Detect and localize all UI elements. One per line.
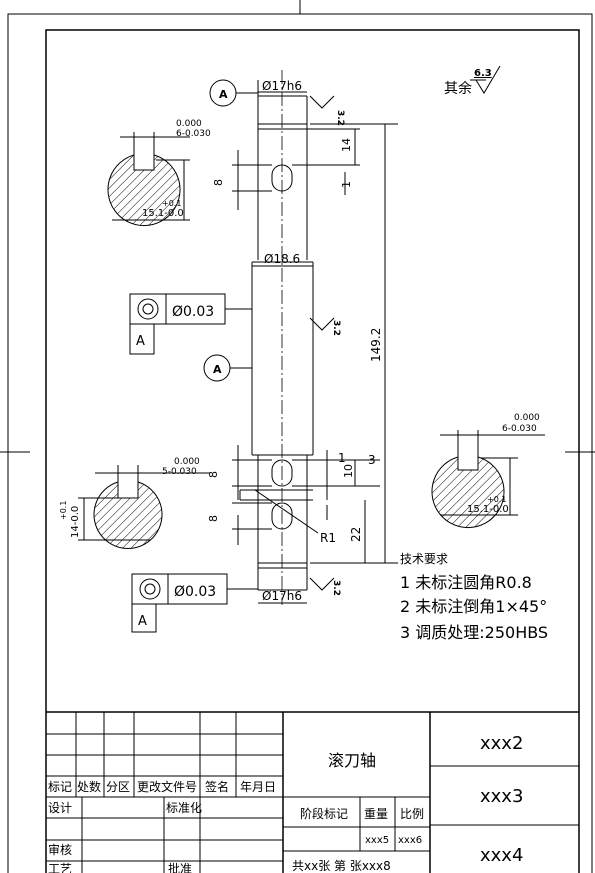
svg-text:15.1-0.0: 15.1-0.0 xyxy=(142,208,184,219)
svg-text:0.000: 0.000 xyxy=(514,413,540,423)
svg-text:6.3: 6.3 xyxy=(474,68,492,79)
svg-text:Ø17h6: Ø17h6 xyxy=(262,589,302,603)
svg-text:A: A xyxy=(213,363,222,376)
technical-requirements: 技术要求 1 未标注圆角R0.8 2 未标注倒角1×45° 3 调质处理:250… xyxy=(400,552,548,642)
title-block-text: 标记 处数 分区 更改文件号 签名 年月日 设计 标准化 审核 工艺 批准 滚刀… xyxy=(48,733,523,873)
dim-top-keyway: 14 8 1 xyxy=(212,128,360,210)
dim-lower-keyway: 8 8 1 10 3 R1 xyxy=(207,445,380,545)
svg-text:3.2: 3.2 xyxy=(331,580,341,596)
dim-overall-length: 149.2 xyxy=(310,123,398,564)
svg-text:3 调质处理:250HBS: 3 调质处理:250HBS xyxy=(400,623,548,642)
svg-text:xxx2: xxx2 xyxy=(480,733,523,754)
svg-text:A: A xyxy=(138,614,147,629)
surface-finish-note: 其余 6.3 xyxy=(444,65,501,97)
svg-text:技术要求: 技术要求 xyxy=(400,552,448,566)
svg-text:其余: 其余 xyxy=(444,80,472,97)
svg-text:3: 3 xyxy=(368,453,376,467)
svg-text:Ø18.6: Ø18.6 xyxy=(264,252,300,266)
svg-text:10: 10 xyxy=(342,464,355,478)
svg-text:1: 1 xyxy=(338,451,346,465)
svg-text:比例: 比例 xyxy=(400,807,424,821)
roughness-mark-top: 3.2 xyxy=(309,95,345,126)
svg-text:14: 14 xyxy=(340,138,353,152)
svg-text:+0.1: +0.1 xyxy=(162,199,181,208)
shaft-body xyxy=(239,70,314,605)
svg-text:A: A xyxy=(136,334,145,349)
svg-text:R1: R1 xyxy=(320,531,336,545)
svg-text:8: 8 xyxy=(207,515,220,522)
svg-text:3.2: 3.2 xyxy=(335,110,345,126)
dim-bottom-diameter: Ø17h6 xyxy=(258,589,307,604)
svg-text:阶段标记: 阶段标记 xyxy=(300,806,348,821)
roughness-mark-mid: 3.2 xyxy=(309,317,341,336)
title-block xyxy=(46,711,579,873)
svg-text:审核: 审核 xyxy=(48,842,72,857)
svg-text:共xx张 第 张xxx8: 共xx张 第 张xxx8 xyxy=(292,859,391,873)
svg-text:重量: 重量 xyxy=(364,807,388,821)
dim-mid-diameter: Ø18.6 xyxy=(252,252,313,267)
section-marker-a-top: A xyxy=(209,79,259,107)
svg-text:Ø0.03: Ø0.03 xyxy=(174,584,216,600)
svg-text:年月日: 年月日 xyxy=(240,780,276,794)
svg-text:A: A xyxy=(219,88,228,101)
svg-text:工艺: 工艺 xyxy=(48,862,72,873)
svg-text:149.2: 149.2 xyxy=(369,328,383,362)
svg-text:22: 22 xyxy=(349,527,363,542)
svg-text:0.000: 0.000 xyxy=(176,119,202,129)
circle-concentricity-icon xyxy=(139,578,161,600)
svg-text:1: 1 xyxy=(340,181,353,188)
svg-text:8: 8 xyxy=(207,471,220,478)
svg-text:xxx6: xxx6 xyxy=(398,835,422,846)
svg-text:14-0.0: 14-0.0 xyxy=(70,506,81,538)
svg-text:更改文件号: 更改文件号 xyxy=(137,779,197,794)
dim-top-diameter: Ø17h6 xyxy=(258,79,307,93)
svg-text:0.000: 0.000 xyxy=(174,457,200,467)
svg-text:8: 8 xyxy=(212,179,225,186)
svg-text:Ø0.03: Ø0.03 xyxy=(172,304,214,320)
svg-text:标记: 标记 xyxy=(48,780,72,794)
svg-text:5-0.030: 5-0.030 xyxy=(162,467,197,477)
svg-text:设计: 设计 xyxy=(48,801,72,815)
svg-text:分区: 分区 xyxy=(106,780,130,794)
section-view-right: 0.000 6-0.030 15.1-0.0 +0.1 xyxy=(431,413,545,529)
svg-text:+0.1: +0.1 xyxy=(487,495,506,504)
section-view-top: 0.000 6-0.030 15.1-0.0 +0.1 xyxy=(107,119,211,227)
svg-text:15.1-0.0: 15.1-0.0 xyxy=(467,504,509,515)
svg-text:xxx4: xxx4 xyxy=(480,845,523,866)
tolerance-frame-lower: Ø0.03 A xyxy=(131,573,258,633)
svg-text:Ø17h6: Ø17h6 xyxy=(262,79,302,93)
dim-22: 22 xyxy=(349,500,366,563)
svg-text:标准化: 标准化 xyxy=(166,801,202,815)
svg-text:xxx3: xxx3 xyxy=(480,786,523,807)
svg-text:签名: 签名 xyxy=(205,779,229,794)
tolerance-frame-upper: Ø0.03 A xyxy=(129,293,252,355)
svg-text:2 未标注倒角1×45°: 2 未标注倒角1×45° xyxy=(400,597,547,616)
roughness-mark-bottom: 3.2 xyxy=(309,577,341,596)
svg-text:6-0.030: 6-0.030 xyxy=(176,129,211,139)
svg-text:滚刀轴: 滚刀轴 xyxy=(328,751,376,770)
svg-text:批准: 批准 xyxy=(168,861,192,873)
circle-concentricity-icon xyxy=(137,298,159,320)
svg-text:处数: 处数 xyxy=(77,779,101,794)
section-marker-a-mid: A xyxy=(203,354,252,382)
svg-text:+0.1: +0.1 xyxy=(59,501,68,520)
svg-text:3.2: 3.2 xyxy=(331,320,341,336)
svg-text:6-0.030: 6-0.030 xyxy=(502,424,537,434)
section-view-left: 0.000 5-0.030 14-0.0 +0.1 xyxy=(59,457,210,549)
svg-text:1 未标注圆角R0.8: 1 未标注圆角R0.8 xyxy=(400,573,532,592)
svg-text:xxx5: xxx5 xyxy=(365,835,389,846)
